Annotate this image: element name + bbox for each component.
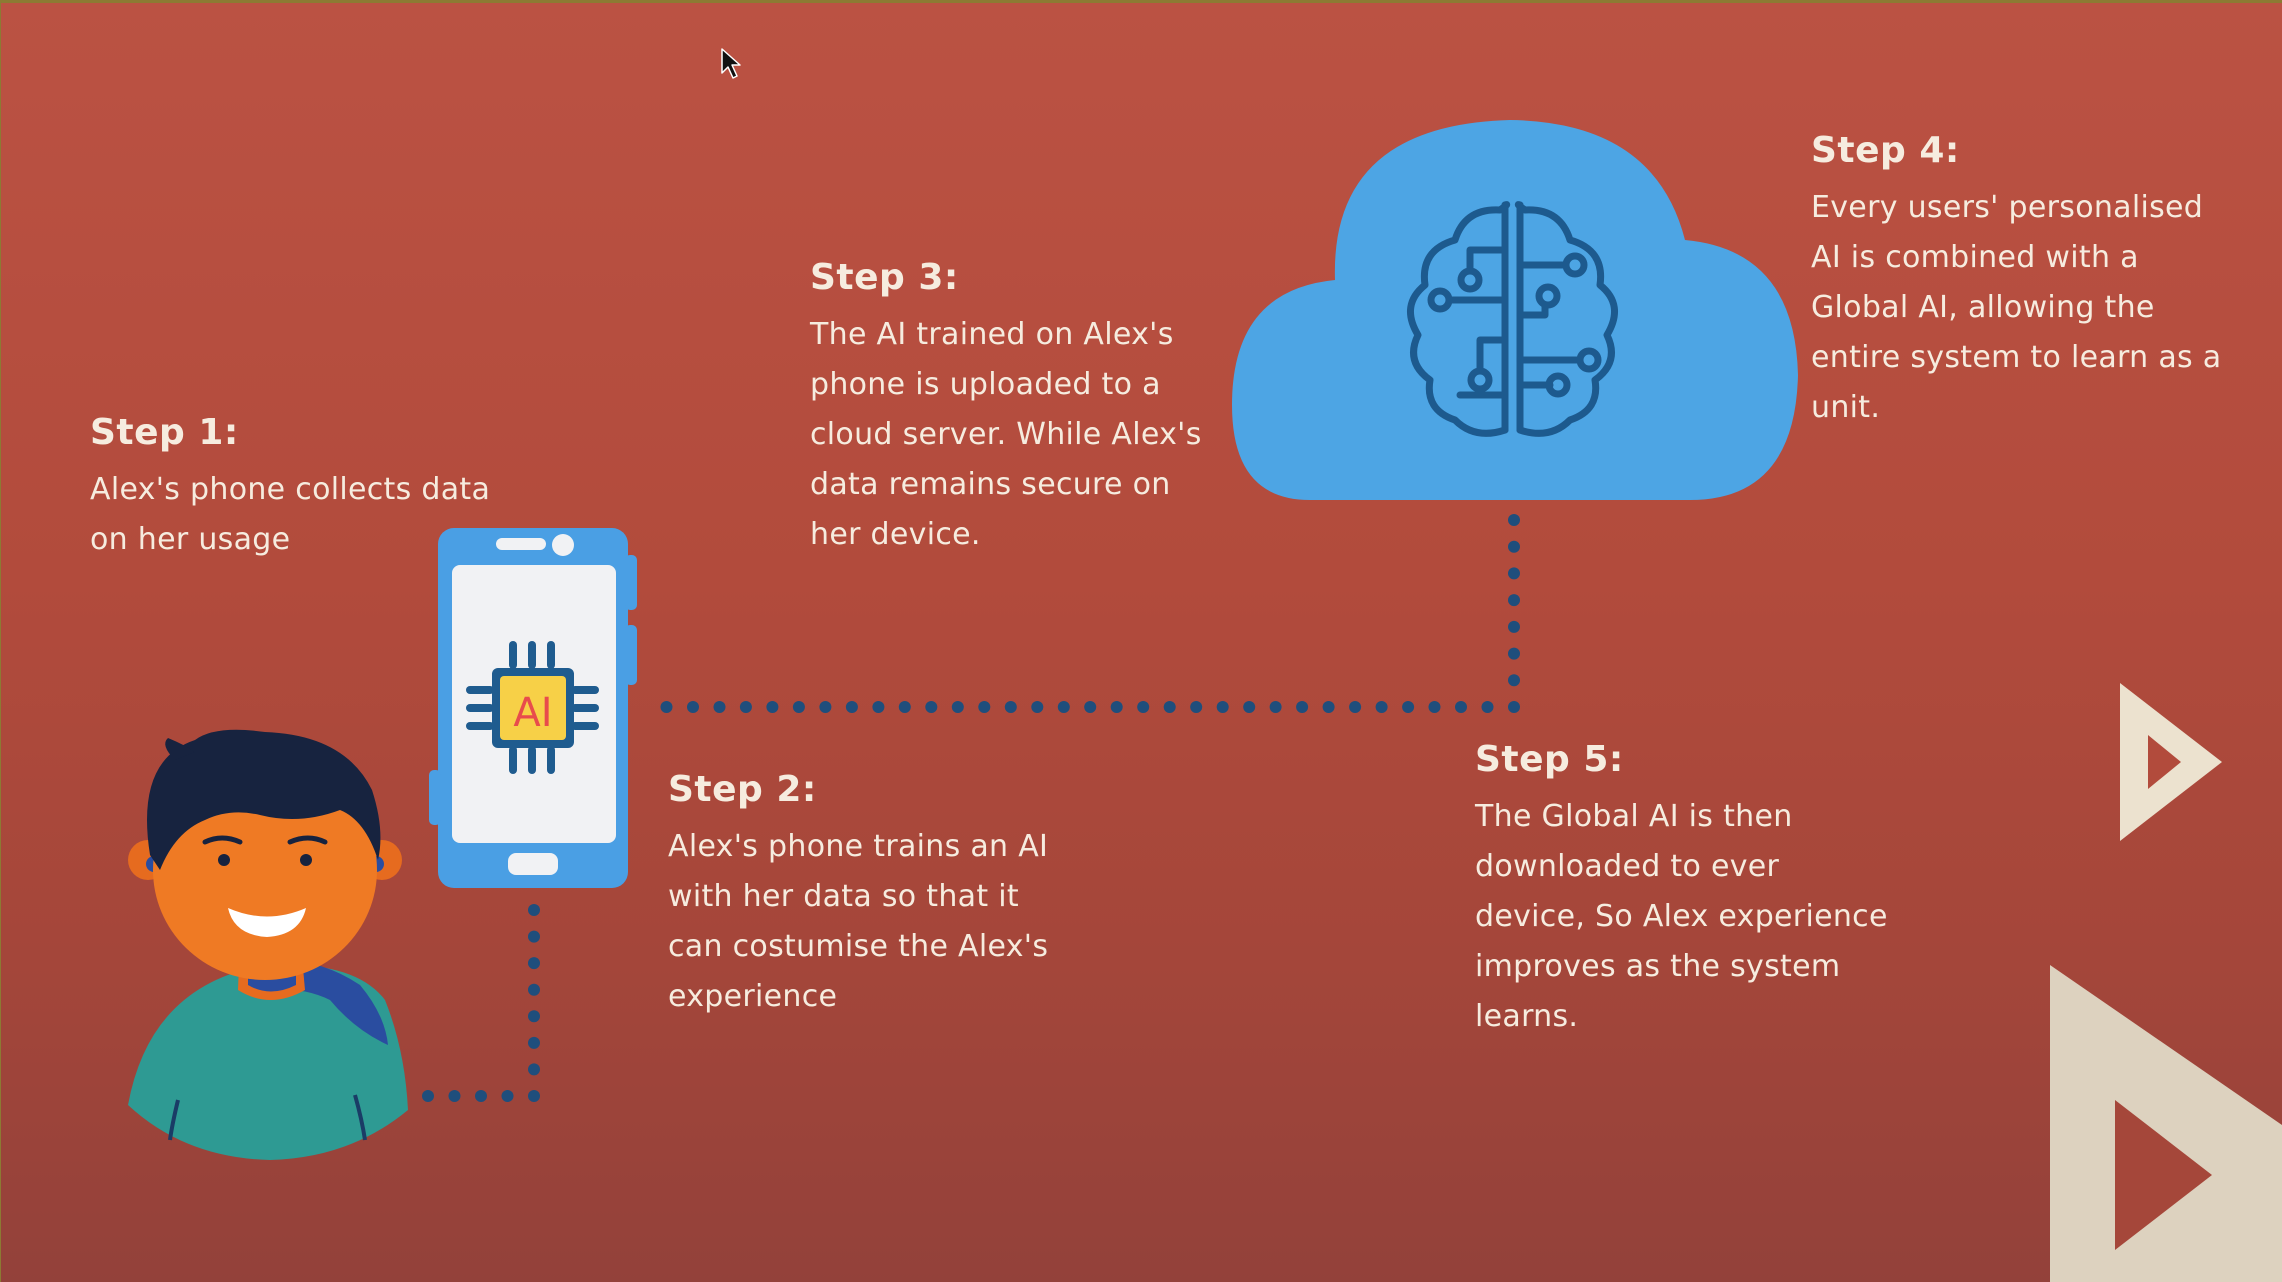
connector-dot: [1163, 701, 1176, 713]
connector-dot: [951, 701, 964, 713]
ai-chip-label: AI: [513, 690, 552, 736]
connector-dot: [448, 1090, 461, 1102]
step-3-block: Step 3: The AI trained on Alex's phone i…: [810, 257, 1240, 560]
connector-dot: [898, 701, 911, 713]
dotted-connectors: [422, 514, 1520, 1102]
connector-dot: [1216, 701, 1229, 713]
connector-dot: [792, 701, 805, 713]
play-arrow-icon-large[interactable]: [2050, 965, 2282, 1282]
connector-dot: [1296, 701, 1309, 713]
connector-dot: [1057, 701, 1070, 713]
connector-dot: [1031, 701, 1044, 713]
connector-dot: [475, 1090, 487, 1102]
step-2-block: Step 2: Alex's phone trains an AI with h…: [668, 769, 1118, 1022]
ai-chip-icon: AI: [466, 641, 599, 774]
connector-dot: [1508, 540, 1520, 553]
connector-dot: [1137, 701, 1150, 713]
connector-dot: [1084, 701, 1097, 713]
step-2-text: Alex's phone trains an AI with her data …: [668, 829, 1049, 1014]
step-1-text: Alex's phone collects data on her usage: [90, 472, 491, 557]
connector-dot: [1508, 647, 1520, 660]
connector-dot: [872, 701, 885, 713]
step-5-title: Step 5:: [1475, 739, 1624, 780]
connector-dot: [1508, 674, 1520, 687]
connector-dot: [528, 1063, 540, 1076]
connector-dot: [1402, 701, 1415, 713]
connector-dot: [528, 930, 540, 943]
step-5-text: The Global AI is then downloaded to ever…: [1475, 799, 1888, 1034]
step-1-title: Step 1:: [90, 412, 239, 453]
step-4-text: Every users' personalised AI is combined…: [1811, 190, 2222, 425]
brain-circuit-icon: [1407, 201, 1618, 437]
mouse-cursor-icon: [721, 48, 741, 79]
connector-dot: [978, 701, 991, 713]
connector-dot: [1428, 701, 1441, 713]
step-3-text: The AI trained on Alex's phone is upload…: [810, 317, 1202, 552]
connector-dot: [422, 1090, 434, 1102]
connector-dot: [687, 701, 699, 713]
connector-dot: [1349, 701, 1362, 713]
step-4-title: Step 4:: [1811, 130, 1960, 171]
connector-dot: [766, 701, 779, 713]
connector-dot: [528, 904, 540, 916]
step-4-block: Step 4: Every users' personalised AI is …: [1811, 130, 2251, 433]
connector-dot: [1455, 701, 1467, 713]
connector-dot: [1508, 567, 1520, 580]
play-arrow-icon[interactable]: [2120, 683, 2222, 841]
connector-dot: [1322, 701, 1335, 713]
connector-dot: [1190, 701, 1203, 713]
step-3-title: Step 3:: [810, 257, 959, 298]
connector-dot: [819, 701, 832, 713]
connector-dot: [845, 701, 858, 713]
step-2-title: Step 2:: [668, 769, 817, 810]
connector-dot: [713, 701, 726, 713]
connector-dot: [1110, 701, 1123, 713]
step-1-block: Step 1: Alex's phone collects data on he…: [90, 412, 570, 565]
connector-dot: [528, 1010, 540, 1023]
connector-dot: [1375, 701, 1388, 713]
connector-dot: [660, 701, 673, 713]
connector-dot: [1481, 701, 1494, 713]
connector-dot: [528, 1036, 540, 1049]
cloud-icon: [1232, 120, 1798, 500]
connector-dot: [501, 1090, 514, 1102]
connector-dot: [1508, 594, 1520, 607]
person-avatar-icon: [128, 729, 408, 1160]
connector-dot: [528, 1090, 540, 1102]
step-5-block: Step 5: The Global AI is then downloaded…: [1475, 739, 1915, 1042]
connector-dot: [925, 701, 938, 713]
connector-dot: [1243, 701, 1256, 713]
connector-dot: [739, 701, 752, 713]
connector-dot: [1508, 620, 1520, 633]
connector-dot: [1269, 701, 1282, 713]
connector-dot: [528, 957, 540, 970]
connector-dot: [528, 983, 540, 996]
connector-dot: [1004, 701, 1017, 713]
connector-dot: [1508, 514, 1520, 526]
connector-dot: [1508, 701, 1520, 713]
